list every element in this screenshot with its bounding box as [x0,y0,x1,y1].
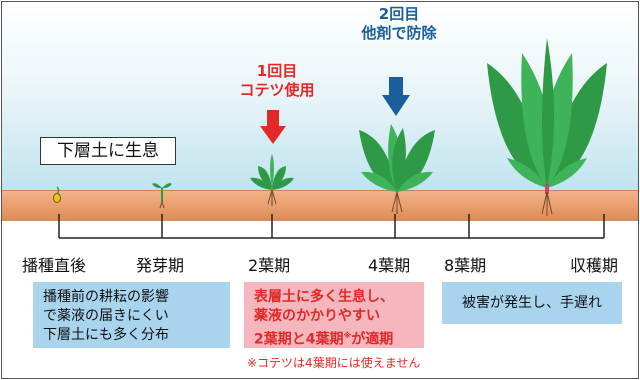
red-arrow [260,110,286,144]
note-line: 播種前の耕耘の影響 [43,289,169,305]
note-line: 下層土にも多く分布 [43,327,169,343]
four-leaf-plant [359,124,435,214]
note-text: が適期 [351,331,394,348]
stage-label-germination: 発芽期 [136,256,185,275]
second-application-count: 2回目 [378,5,420,23]
soil-layer [2,190,638,221]
first-application-count: 1回目 [256,62,298,80]
stage-label-harvest: 収穫期 [570,256,619,275]
footnote: ※コテツは4葉期には使えません [247,356,421,370]
note-line: 薬液のかかりやすい [254,308,380,324]
note-line: で薬液の届きにくい [43,308,169,324]
second-application-product: 他剤で防除 [361,24,437,42]
stage-label-8leaf: 8葉期 [444,256,487,275]
harvest-plant [487,38,607,216]
subsoil-label: 下層土に生息 [40,137,176,165]
note-line: 2葉期と4葉期※が適期 [254,326,414,350]
first-application-product: コテツ使用 [239,81,315,99]
seed [53,186,61,203]
footnote-mark: ※ [343,331,352,340]
note-line: 表層土に多く生息し、 [254,289,394,305]
sprout-plant [152,183,172,209]
note-optimal-timing: 表層土に多く生息し、 薬液のかかりやすい 2葉期と4葉期※が適期 [244,282,424,348]
timeline [58,214,605,239]
note-too-late: 被害が発生し、手遅れ [442,282,622,324]
stage-label-sowing: 播種直後 [22,256,87,275]
stage-label-2leaf: 2葉期 [248,256,291,275]
first-application-label: 1回目 コテツ使用 [212,62,342,100]
stage-label-4leaf: 4葉期 [368,256,411,275]
blue-arrow [382,77,410,116]
two-leaf-plant [250,154,294,206]
second-application-label: 2回目 他剤で防除 [334,5,464,43]
note-subsoil-distribution: 播種前の耕耘の影響 で薬液の届きにくい 下層土にも多く分布 [33,282,230,348]
note-text: 2葉期と4葉期 [254,331,344,348]
